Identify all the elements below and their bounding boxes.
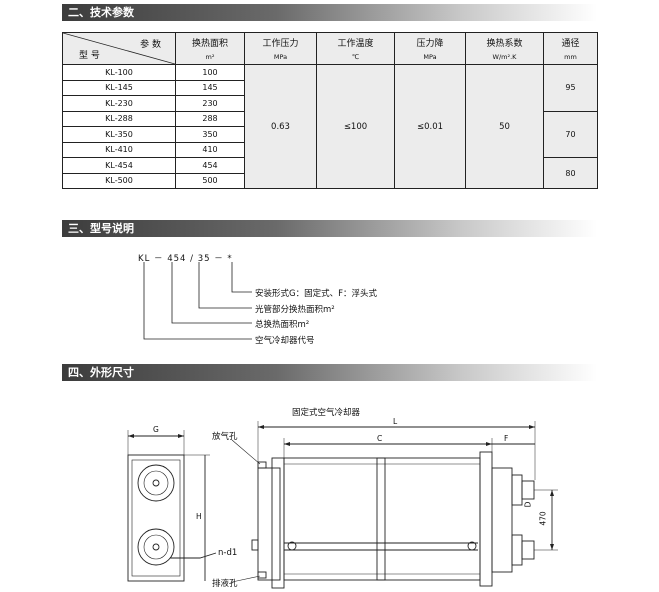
section-header-model-explain: 三、型号说明 — [62, 220, 597, 237]
cell-coefficient: 50 — [465, 64, 544, 189]
table-row: KL-454 454 80 — [62, 157, 598, 189]
cell-pressure-drop: ≤0.01 — [394, 64, 466, 189]
model-legend-mount-type: 安装形式G：固定式、F：浮头式 — [255, 289, 377, 299]
cell-model: KL-500 — [62, 172, 176, 189]
cell-diameter: 95 — [543, 64, 598, 112]
dim-label-l: L — [393, 417, 398, 426]
dim-label-g: G — [153, 425, 159, 434]
drawing-title: 固定式空气冷却器 — [292, 408, 361, 418]
model-code-example: KL － 454 / 35 － * — [138, 254, 233, 264]
cell-pressure: 0.63 — [244, 64, 317, 189]
cell-temperature: ≤100 — [316, 64, 395, 189]
section-header-tech-params: 二、技术参数 — [62, 4, 597, 21]
corner-param-label: 参 数 — [140, 40, 161, 50]
dim-label-h: H — [196, 512, 202, 521]
dim-label-f: F — [504, 434, 509, 443]
label-drain-hole: 排液孔 — [212, 579, 238, 589]
end-view-frame — [127, 454, 185, 582]
dim-label-d: D — [523, 501, 533, 508]
table-row: KL-288 288 70 — [62, 110, 598, 158]
table-row: KL-145 145 — [62, 79, 598, 96]
label-vent-hole: 放气孔 — [212, 432, 238, 442]
dim-label-c: C — [377, 434, 383, 443]
section-header-dimensions: 四、外形尺寸 — [62, 364, 597, 381]
cell-area: 500 — [175, 172, 245, 189]
table-row: KL-500 500 — [62, 172, 598, 189]
corner-model-label: 型 号 — [79, 51, 100, 61]
table-row: KL-100 100 0.63 ≤100 ≤0.01 50 95 — [62, 64, 598, 189]
model-legend-code: 空气冷却器代号 — [255, 336, 315, 346]
model-legend-bare-area: 光管部分换热面积m² — [255, 305, 335, 315]
table-corner-cell: 参 数 型 号 — [62, 32, 176, 65]
cell-diameter: 70 — [543, 110, 598, 158]
cell-diameter: 80 — [543, 157, 598, 189]
model-legend-total-area: 总换热面积m² — [255, 320, 310, 330]
dim-label-470: 470 — [538, 511, 548, 526]
label-bolt-holes: n-d1 — [218, 548, 238, 558]
